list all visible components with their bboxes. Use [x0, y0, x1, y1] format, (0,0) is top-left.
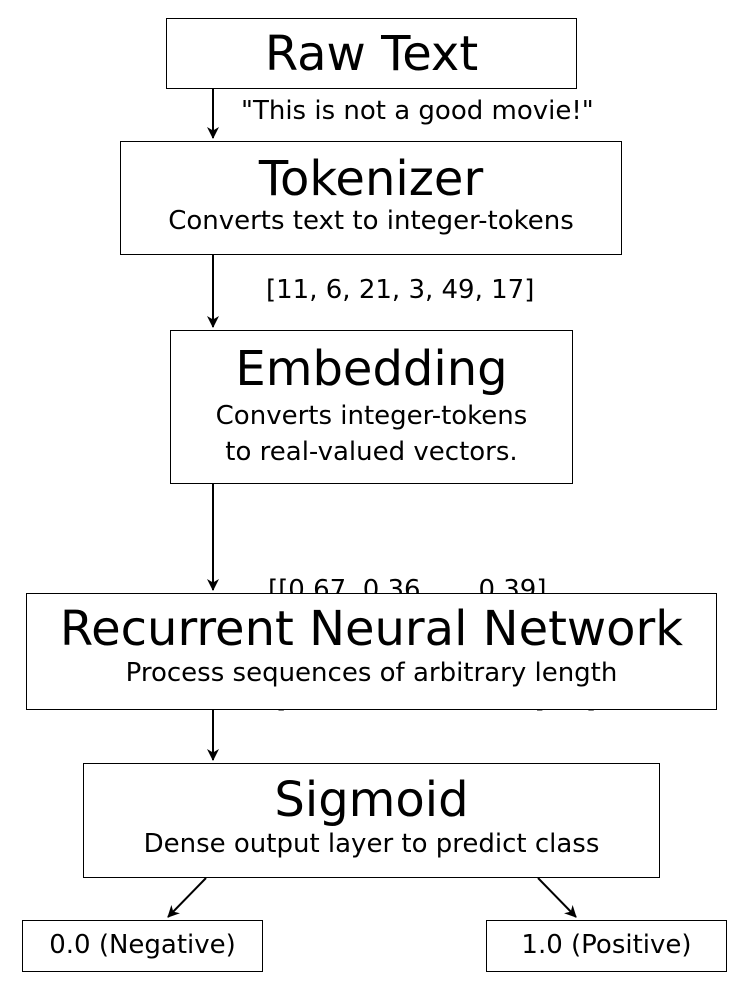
negative-output-node: 0.0 (Negative) — [22, 920, 263, 972]
rnn-title: Recurrent Neural Network — [59, 601, 684, 657]
arrow-sigmoid-to-negative — [167, 877, 207, 918]
tokenizer-subtitle: Converts text to integer-tokens — [168, 206, 574, 236]
arrow-sigmoid-to-positive — [537, 877, 577, 918]
raw-text-title: Raw Text — [264, 26, 479, 82]
negative-output-label: 0.0 (Negative) — [49, 930, 236, 960]
positive-output-label: 1.0 (Positive) — [521, 930, 692, 960]
sigmoid-node: Sigmoid Dense output layer to predict cl… — [83, 763, 660, 878]
embedding-node: Embedding Converts integer-tokens to rea… — [170, 330, 573, 484]
embedding-subtitle-line-1: Converts integer-tokens — [215, 401, 528, 431]
raw-text-node: Raw Text — [166, 18, 577, 89]
raw-text-example-label: "This is not a good movie!" — [241, 96, 594, 126]
sigmoid-subtitle: Dense output layer to predict class — [143, 829, 600, 859]
tokenizer-title: Tokenizer — [258, 151, 484, 207]
rnn-subtitle: Process sequences of arbitrary length — [125, 658, 618, 688]
token-ids-label: [11, 6, 21, 3, 49, 17] — [266, 275, 535, 305]
rnn-node: Recurrent Neural Network Process sequenc… — [26, 593, 717, 710]
sigmoid-title: Sigmoid — [274, 772, 469, 828]
embedding-subtitle-line-2: to real-valued vectors. — [225, 437, 518, 468]
embedding-title: Embedding — [235, 341, 508, 397]
tokenizer-node: Tokenizer Converts text to integer-token… — [120, 141, 622, 255]
positive-output-node: 1.0 (Positive) — [486, 920, 727, 972]
